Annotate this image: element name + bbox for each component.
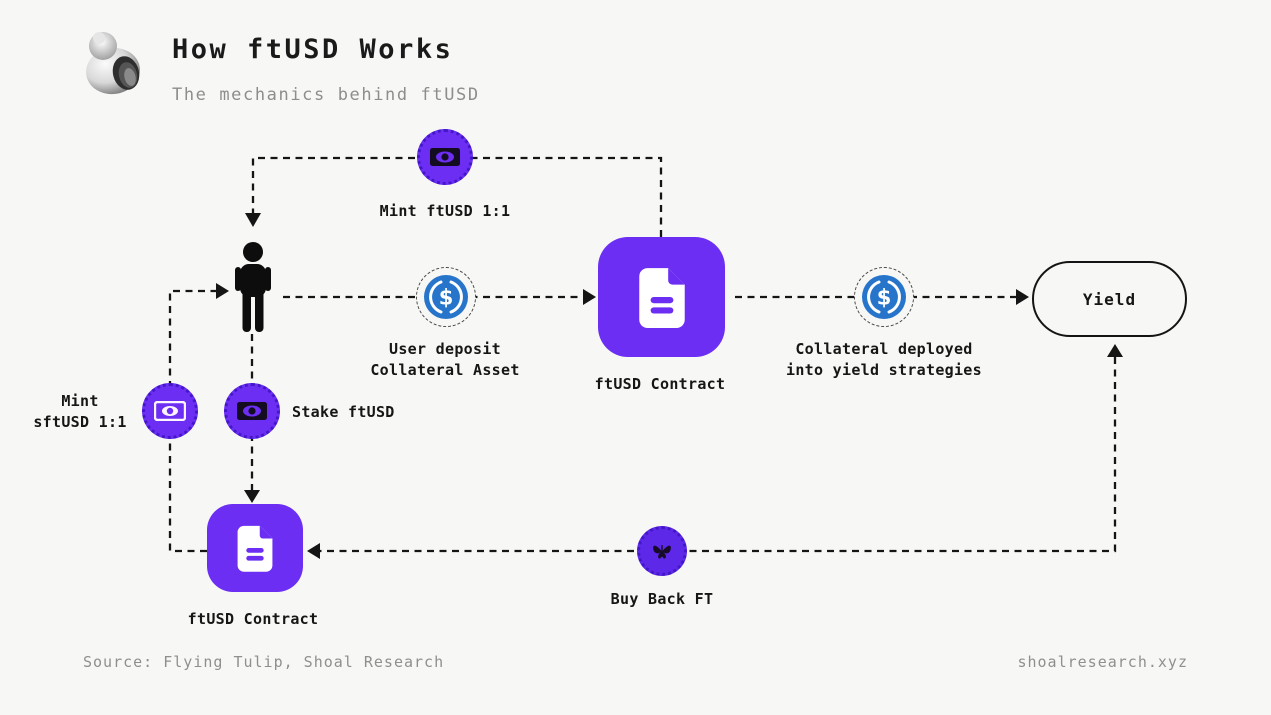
arrowhead-right-into-user <box>216 283 229 299</box>
yield-label: Yield <box>1082 289 1137 309</box>
user-deposit-label: User deposit Collateral Asset <box>370 339 519 381</box>
collateral-deployed-label: Collateral deployed into yield strategie… <box>786 339 982 381</box>
mint-sftusd-label-line2: sftUSD 1:1 <box>33 413 127 431</box>
mint-sftusd-coin <box>142 383 198 439</box>
page-subtitle: The mechanics behind ftUSD <box>172 85 480 105</box>
shell-logo-icon <box>86 32 140 95</box>
stake-ftusd-coin <box>224 383 280 439</box>
collateral-deployed-coin: $ <box>854 267 914 327</box>
ftusd-contract-bottom-label: ftUSD Contract <box>187 610 319 628</box>
ftusd-contract-bottom-node <box>207 504 303 592</box>
banknote-icon <box>430 148 460 166</box>
page-title: How ftUSD Works <box>172 34 454 65</box>
arrowhead-right-into-yield <box>1016 289 1029 305</box>
banknote-icon <box>237 402 267 420</box>
stake-ftusd-label: Stake ftUSD <box>292 403 395 421</box>
banknote-light-icon <box>154 401 186 421</box>
arrowhead-left-into-bottomcontract <box>307 543 320 559</box>
document-icon <box>638 268 685 328</box>
arrowhead-right-into-contract <box>583 289 596 305</box>
mint-sftusd-label: Mint sftUSD 1:1 <box>33 391 126 433</box>
footer-source: Source: Flying Tulip, Shoal Research <box>83 653 445 671</box>
buy-back-label: Buy Back FT <box>610 590 714 608</box>
arrowhead-up-into-yield <box>1107 344 1123 357</box>
wire-contract-to-user <box>251 156 663 237</box>
yield-node: Yield <box>1032 261 1187 337</box>
butterfly-icon <box>653 545 671 559</box>
footer-site: shoalresearch.xyz <box>1017 653 1188 671</box>
collateral-deployed-label-line2: into yield strategies <box>786 361 982 379</box>
user-deposit-coin: $ <box>416 267 476 327</box>
usdc-coin-icon: $ <box>862 275 906 319</box>
document-icon <box>237 525 273 572</box>
person-icon <box>235 242 271 332</box>
svg-text:$: $ <box>439 286 454 310</box>
collateral-deployed-label-line1: Collateral deployed <box>795 340 973 358</box>
arrowhead-down-into-bottomcontract <box>244 490 260 503</box>
mint-sftusd-label-line1: Mint <box>61 392 99 410</box>
usdc-coin-icon: $ <box>424 275 468 319</box>
arrowhead-down-into-user <box>245 213 261 227</box>
buy-back-coin <box>637 526 687 576</box>
svg-text:$: $ <box>877 286 892 310</box>
user-deposit-label-line2: Collateral Asset <box>370 361 520 379</box>
ftusd-contract-top-node <box>598 237 725 357</box>
wire-buyback <box>320 357 1117 553</box>
mint-ftusd-label: Mint ftUSD 1:1 <box>379 202 511 220</box>
mint-ftusd-coin <box>417 129 473 185</box>
ftusd-contract-top-label: ftUSD Contract <box>594 375 726 393</box>
user-deposit-label-line1: User deposit <box>389 340 501 358</box>
